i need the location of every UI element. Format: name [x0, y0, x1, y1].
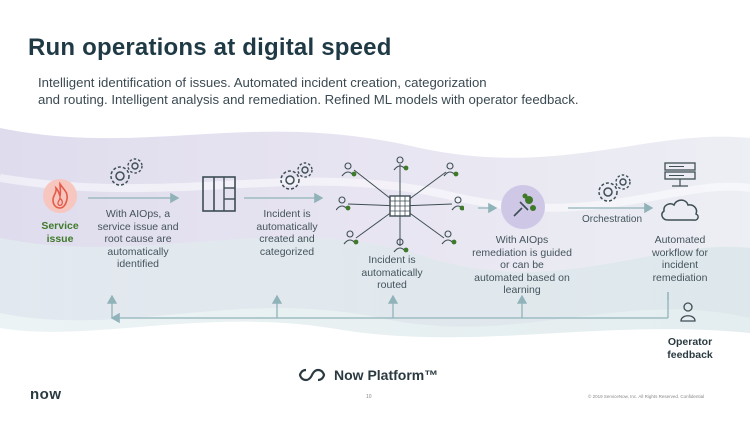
remediation-label: With AIOps remediation is guided or can …: [472, 234, 572, 296]
subtitle-line-1: Intelligent identification of issues. Au…: [38, 75, 487, 90]
aiops-identify-label: With AIOps, a service issue and root cau…: [97, 208, 179, 270]
operator-feedback-label: Operator feedback: [667, 336, 713, 361]
service-issue-label: Service issue: [41, 220, 79, 245]
incident-created-label: Incident is automatically created and ca…: [256, 208, 318, 258]
operator-icon: [680, 302, 696, 322]
routing-network-icon: [336, 156, 464, 253]
background-wave: [0, 128, 750, 338]
gears-icon: [598, 174, 631, 202]
server-icon: [664, 162, 696, 187]
incident-routed-label: Incident is automatically routed: [361, 254, 423, 291]
gears-icon: [110, 158, 143, 186]
fire-icon: [43, 179, 77, 213]
now-platform-logo-icon: [298, 368, 326, 382]
now-platform-text: Now Platform™: [334, 367, 439, 383]
gears-icon: [280, 162, 313, 190]
orchestration-label: Orchestration: [581, 214, 643, 225]
slide-title: Run operations at digital speed: [28, 34, 392, 61]
now-platform-brand: Now Platform™: [298, 367, 438, 383]
incident-record-icon: [202, 176, 236, 212]
subtitle-line-2: and routing. Intelligent analysis and re…: [38, 92, 579, 107]
workflow-label: Automated workflow for incident remediat…: [651, 234, 708, 284]
now-logo: now: [30, 386, 62, 403]
copyright-notice: © 2019 ServiceNow, Inc. All Rights Reser…: [588, 394, 705, 399]
page-number: 10: [366, 394, 372, 400]
ai-remediation-icon: [501, 185, 545, 229]
slide-subtitle: Intelligent identification of issues. Au…: [38, 74, 718, 108]
cloud-icon: [661, 199, 699, 221]
